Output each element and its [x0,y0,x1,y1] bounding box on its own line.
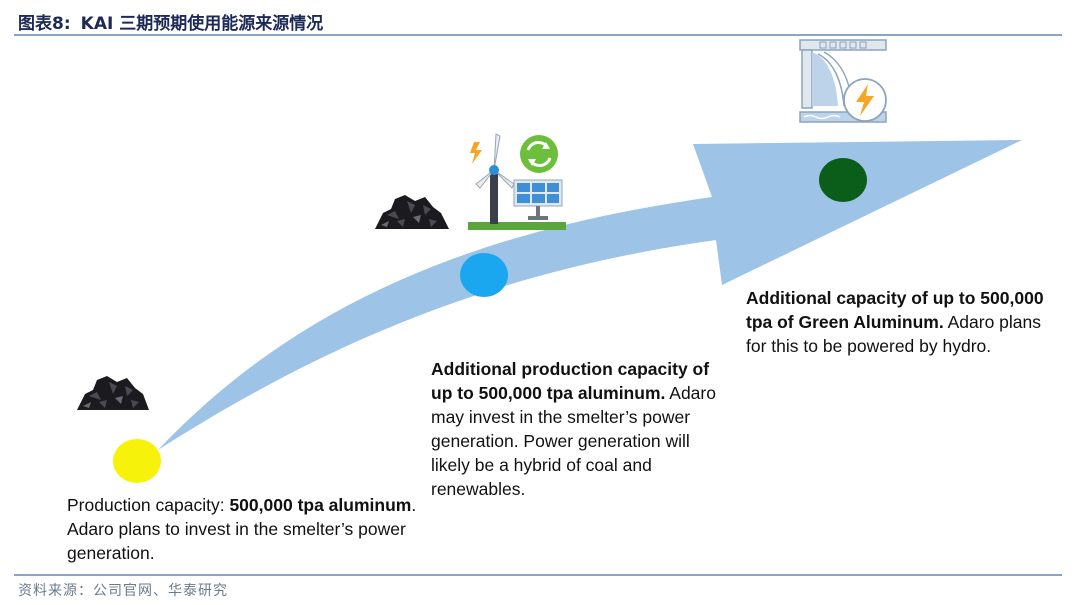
body-text: Production capacity: [67,495,230,515]
highlight-text: Additional capacity of up to 500,000 tpa… [746,288,1044,332]
source-note: 资料来源：公司官网、华泰研究 [18,583,228,599]
body-text: Adaro plans for this to be powered by hy… [746,312,1041,356]
figure-label: 图表8: [18,14,71,34]
stage-1-description: Production capacity: 500,000 tpa aluminu… [67,493,427,565]
figure-title: 图表8: KAI 三期预期使用能源来源情况 [18,9,323,34]
stage-2-description: Additional production capacity of up to … [431,357,731,501]
body-text: . Adaro plans to invest in the smelter’s… [67,495,417,563]
wind-solar-renewable-icon [468,133,566,230]
stage-2-marker [460,253,508,297]
stage-3-description: Additional capacity of up to 500,000 tpa… [746,286,1046,358]
coal-pile-icon [77,376,149,410]
hydro-dam-icon [799,39,887,123]
bottom-divider [14,574,1062,576]
growth-arrow [158,140,1022,450]
body-text: Adaro may invest in the smelter’s power … [431,383,716,499]
figure-title-text: KAI 三期预期使用能源来源情况 [80,14,324,34]
highlight-text: Additional production capacity of up to … [431,359,710,403]
stage-3-marker [819,158,867,202]
highlight-text: 500,000 tpa aluminum [229,495,412,515]
top-divider [14,34,1062,36]
stage-1-marker [113,439,161,483]
coal-pile-icon [375,195,449,229]
